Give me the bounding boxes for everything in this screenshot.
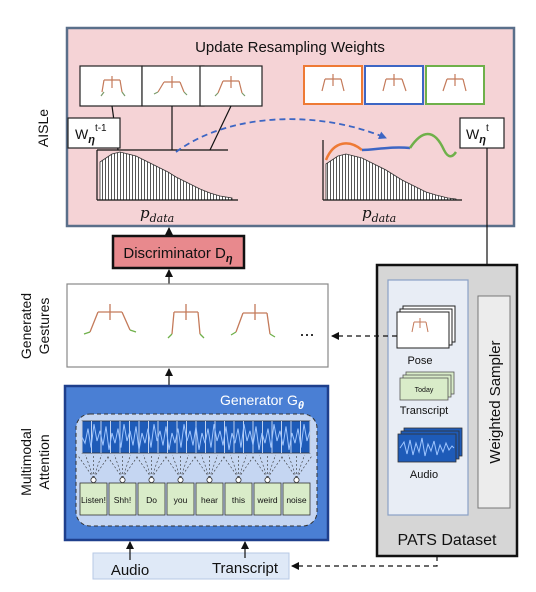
transcript-stack: Today [399,371,455,401]
word-cell [79,482,108,516]
attention-line [172,454,181,479]
weighted-sampler-label: Weighted Sampler [487,340,504,463]
word-cell [253,482,282,516]
attention-line [267,454,276,479]
attention-line [180,454,189,479]
word-cell [108,482,137,516]
attention-line [238,454,255,479]
pose-label: Pose [407,355,432,367]
word-label: weird [256,495,278,505]
generated-poses [83,304,276,339]
attention-node [119,476,126,483]
weighted-sampler-box [477,295,511,509]
attention-line [180,454,197,479]
attention-line [288,454,297,479]
attention-line [151,454,168,479]
transcript-input-label: Transcript [212,560,279,577]
attention-line [193,454,210,479]
attention-line [93,454,102,479]
generator-side-label-1: Multimodal [18,428,34,496]
waveform-bars [81,421,311,453]
attention-line [296,454,305,479]
generator-side-label-2: Attention [36,434,52,489]
histogram-left [96,150,238,201]
word-label: Listen! [81,495,106,505]
attention-node [177,476,184,483]
attention-line [251,454,268,479]
word-cell [166,482,195,516]
attention-line [259,454,268,479]
attention-line [209,454,226,479]
attention-lines [77,454,313,483]
attention-line [77,454,94,479]
attention-line [238,454,247,479]
audio-label: Audio [410,469,438,481]
pose-frames-right [303,65,485,105]
word-label: noise [286,495,307,505]
attention-line [114,454,123,479]
audio-input-label: Audio [111,562,149,579]
generated-gestures-box [66,283,329,368]
transcript-card-text: Today [415,387,434,394]
histogram-right [322,132,462,201]
attention-line [135,454,152,479]
attention-node [206,476,213,483]
transcript-label: Transcript [400,405,449,417]
attention-line [106,454,123,479]
discriminator-label: Discriminator Dη [123,245,233,265]
generator-title: Generator Gθ [220,392,304,412]
weight-box-left: Wηt-1 [67,117,121,149]
attention-node [148,476,155,483]
pats-title: PATS Dataset [398,532,498,549]
word-label: hear [201,495,218,505]
waveform-signal [81,424,311,450]
word-cell [137,482,166,516]
attention-node [235,476,242,483]
attention-line [93,454,110,479]
inputs-bar [92,552,290,580]
attention-node [293,476,300,483]
generated-ellipsis: ... [299,320,314,340]
attention-line [230,454,239,479]
audio-stack [397,427,463,463]
word-label: Do [146,495,157,505]
svg-text:Wηt: Wηt [466,123,489,146]
attention-line [280,454,297,479]
word-label: Shh! [114,495,132,505]
attention-node [90,476,97,483]
word-cells: Listen! Shh! Do you hear this weird noise [79,482,311,516]
svg-text:Wηt-1: Wηt-1 [75,123,107,146]
word-label: this [232,495,245,505]
attention-node [264,476,271,483]
word-label: you [174,495,188,505]
attention-line [296,454,313,479]
attention-line [209,454,218,479]
aisle-side-label: AISLe [35,109,51,147]
discriminator-box [111,234,246,270]
attention-line [122,454,139,479]
attention-line [143,454,152,479]
aisle-title: Update Resampling Weights [195,39,385,56]
attention-line [151,454,160,479]
resample-arrow [175,118,387,153]
attention-line [122,454,131,479]
pdata-right-label: pdata [362,204,396,225]
pose-connectors-left [97,105,232,151]
weight-box-right: Wηt [459,117,505,149]
word-cell [224,482,253,516]
pose-stack [396,305,456,349]
word-cell [282,482,311,516]
generated-side-label-1: Generated [18,293,34,359]
pats-to-inputs-arrow [291,556,438,570]
generated-side-label-2: Gestures [36,298,52,355]
attention-line [85,454,94,479]
attention-line [267,454,284,479]
word-cell [195,482,224,516]
attention-line [201,454,210,479]
pose-frames-left [79,65,263,107]
pdata-left-label: pdata [140,204,174,225]
attention-line [164,454,181,479]
attention-line [222,454,239,479]
